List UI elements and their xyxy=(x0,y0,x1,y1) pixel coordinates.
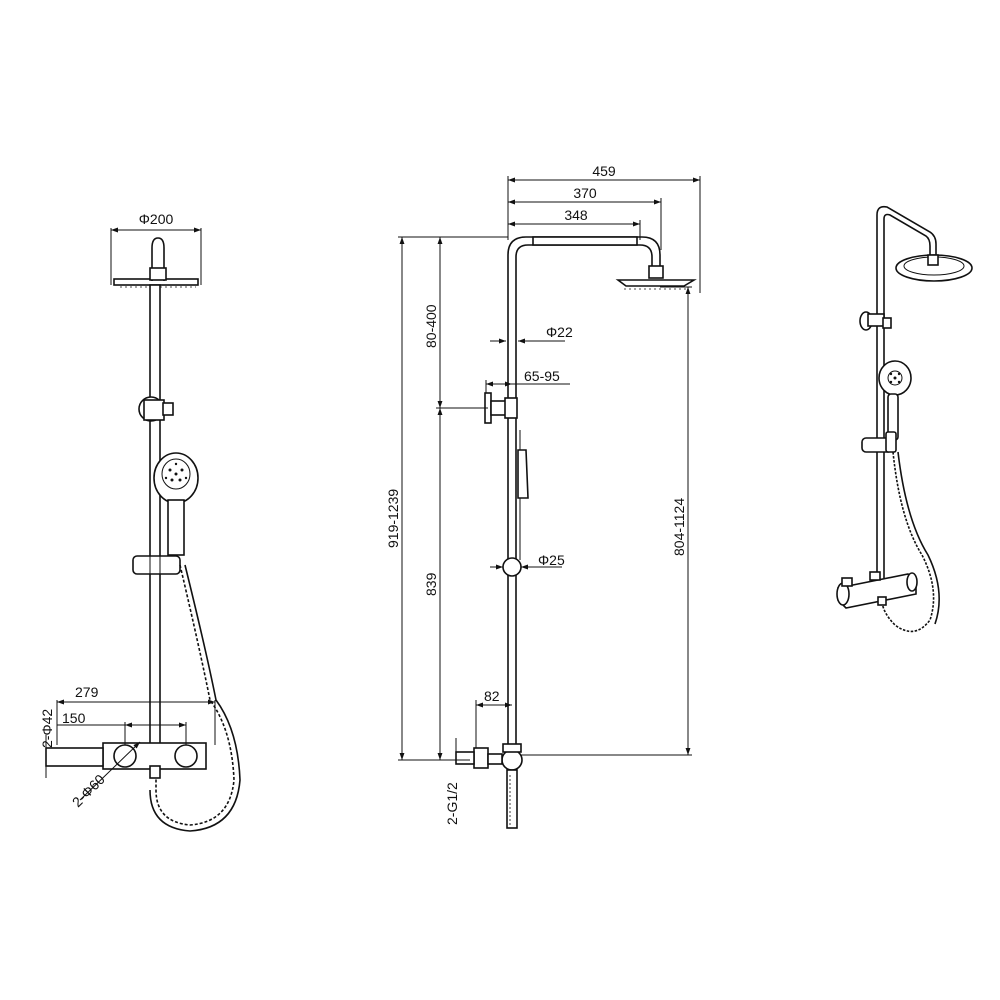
bracket-range-dimension: 65-95 xyxy=(485,368,570,402)
slide-bar-diameter-label: Φ25 xyxy=(538,552,565,568)
head-diameter-label: Φ200 xyxy=(139,211,174,227)
riser-pipe-front xyxy=(149,284,161,746)
shower-arm-side xyxy=(507,236,697,755)
escutcheon-42-dimension: 2-Φ42 xyxy=(39,709,55,778)
wall-bracket-front xyxy=(138,396,174,422)
span-370-label: 370 xyxy=(573,185,597,201)
slider-perspective xyxy=(861,431,897,453)
span-348-label: 348 xyxy=(564,207,588,223)
mixer-perspective xyxy=(836,571,918,609)
width-150-dimension: 150 xyxy=(57,710,187,745)
height-804-1124-label: 804-1124 xyxy=(671,498,687,556)
span-348-dimension: 348 xyxy=(508,207,641,240)
wall-bracket-side xyxy=(484,392,518,424)
height-839-dimension: 839 xyxy=(423,408,443,760)
span-370-dimension: 370 xyxy=(508,185,662,250)
offset-82-dimension: 82 xyxy=(475,688,512,750)
riser-diameter-dimension: Φ22 xyxy=(490,324,573,344)
inlets-label: 2-G1/2 xyxy=(444,782,460,825)
hose-perspective xyxy=(880,451,935,633)
height-919-1239-label: 919-1239 xyxy=(385,489,401,548)
offset-82-label: 82 xyxy=(484,688,500,704)
escutcheon-60-label: 2-Φ60 xyxy=(69,771,108,810)
width-279-dimension: 279 xyxy=(56,684,216,745)
height-839-label: 839 xyxy=(423,572,439,596)
span-459-label: 459 xyxy=(592,163,616,179)
mixer-front xyxy=(45,742,207,779)
hand-shower-front xyxy=(153,452,199,556)
escutcheon-42-label: 2-Φ42 xyxy=(39,709,55,748)
span-459-dimension: 459 xyxy=(507,163,701,293)
side-view: 459 370 348 Φ22 xyxy=(385,163,701,829)
width-150-label: 150 xyxy=(62,710,86,726)
adjust-80-400-label: 80-400 xyxy=(423,304,439,348)
shower-head-front xyxy=(113,237,199,288)
shower-hose-front xyxy=(155,564,235,826)
hand-shower-side xyxy=(517,430,529,560)
slider-holder-front xyxy=(132,555,181,575)
width-279-label: 279 xyxy=(75,684,99,700)
bracket-range-label: 65-95 xyxy=(524,368,560,384)
perspective-view xyxy=(836,205,973,633)
rain-head-perspective xyxy=(895,254,973,282)
wall-bracket-perspective xyxy=(859,311,892,331)
riser-diameter-label: Φ22 xyxy=(546,324,573,340)
hand-shower-perspective xyxy=(878,360,912,441)
front-view: Φ200 xyxy=(39,211,241,832)
height-804-1124-dimension: 804-1124 xyxy=(520,286,692,756)
mixer-side xyxy=(455,738,523,829)
height-919-1239-dimension: 919-1239 xyxy=(385,236,508,761)
head-diameter-dimension: Φ200 xyxy=(110,211,202,285)
slide-bar-diameter-dimension: Φ25 xyxy=(490,552,565,577)
adjust-80-400-dimension: 80-400 xyxy=(423,237,488,409)
